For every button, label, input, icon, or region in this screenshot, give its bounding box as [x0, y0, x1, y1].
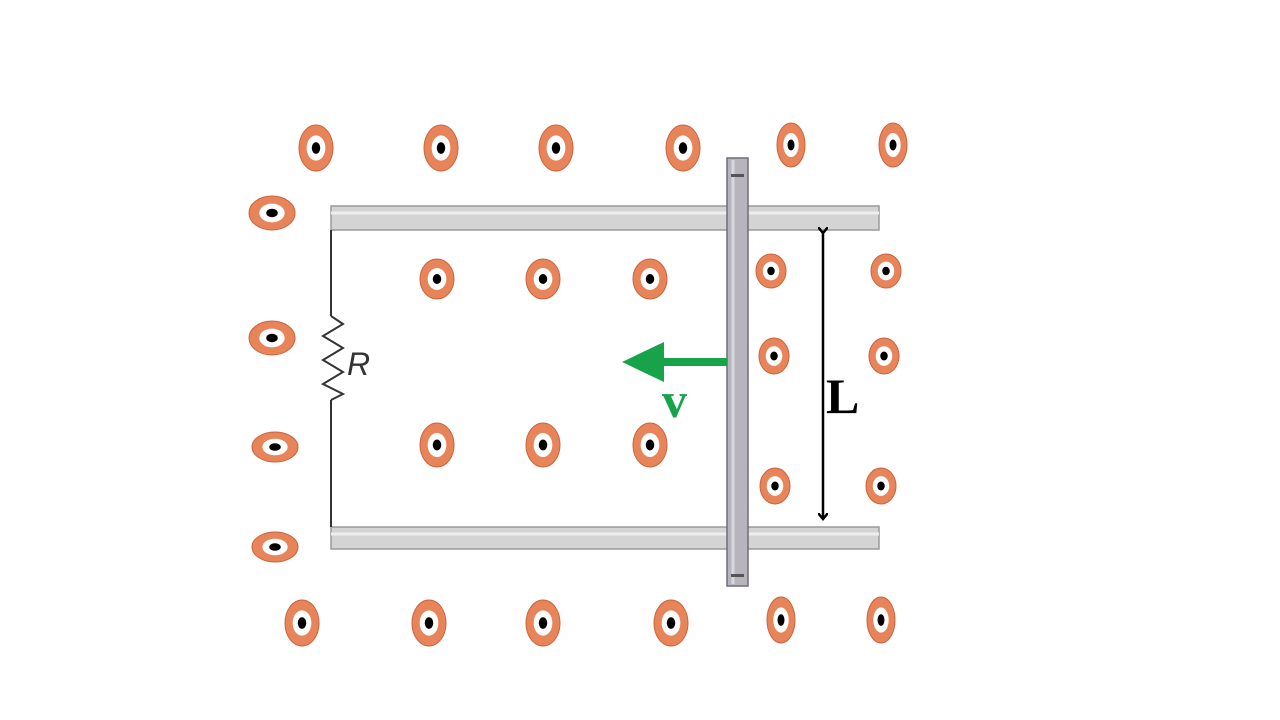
- field-dot-symbol: [866, 596, 896, 644]
- field-dot-symbol: [653, 599, 689, 647]
- field-dot-symbol: [759, 467, 791, 505]
- velocity-arrow: [622, 342, 727, 382]
- field-dot-symbol: [525, 599, 561, 647]
- magnetic-field-out-of-page: [248, 122, 908, 647]
- sliding-rod: [726, 157, 749, 587]
- field-dot-symbol: [758, 337, 790, 375]
- field-dot-symbol: [776, 122, 806, 168]
- field-dot-symbol: [878, 122, 908, 168]
- field-dot-symbol: [284, 599, 320, 647]
- bottom-rail: [330, 526, 880, 550]
- field-dot-symbol: [868, 337, 900, 375]
- field-dot-symbol: [298, 124, 334, 172]
- field-dot-symbol: [248, 195, 296, 231]
- top-rail: [330, 205, 880, 231]
- field-dot-symbol: [525, 258, 561, 300]
- field-dot-symbol: [419, 422, 455, 468]
- field-dot-symbol: [632, 258, 668, 300]
- field-dot-symbol: [248, 320, 296, 356]
- field-dot-symbol: [411, 599, 447, 647]
- resistor-label: R: [347, 346, 370, 382]
- resistor-wire: [320, 230, 346, 527]
- field-dot-symbol: [755, 253, 787, 289]
- field-dot-symbol: [632, 422, 668, 468]
- field-dot-symbol: [538, 124, 574, 172]
- field-dot-symbol: [766, 596, 796, 644]
- field-dot-symbol: [251, 431, 299, 463]
- field-dot-symbol: [525, 422, 561, 468]
- resistor-zigzag: [320, 315, 346, 401]
- field-dot-symbol: [419, 258, 455, 300]
- field-dot-symbol: [423, 124, 459, 172]
- field-dot-symbol: [870, 253, 902, 289]
- field-dot-symbol: [251, 531, 299, 563]
- velocity-label: v: [662, 372, 687, 428]
- length-label: L: [826, 368, 859, 424]
- field-dot-symbol: [865, 467, 897, 505]
- field-dot-symbol: [665, 124, 701, 172]
